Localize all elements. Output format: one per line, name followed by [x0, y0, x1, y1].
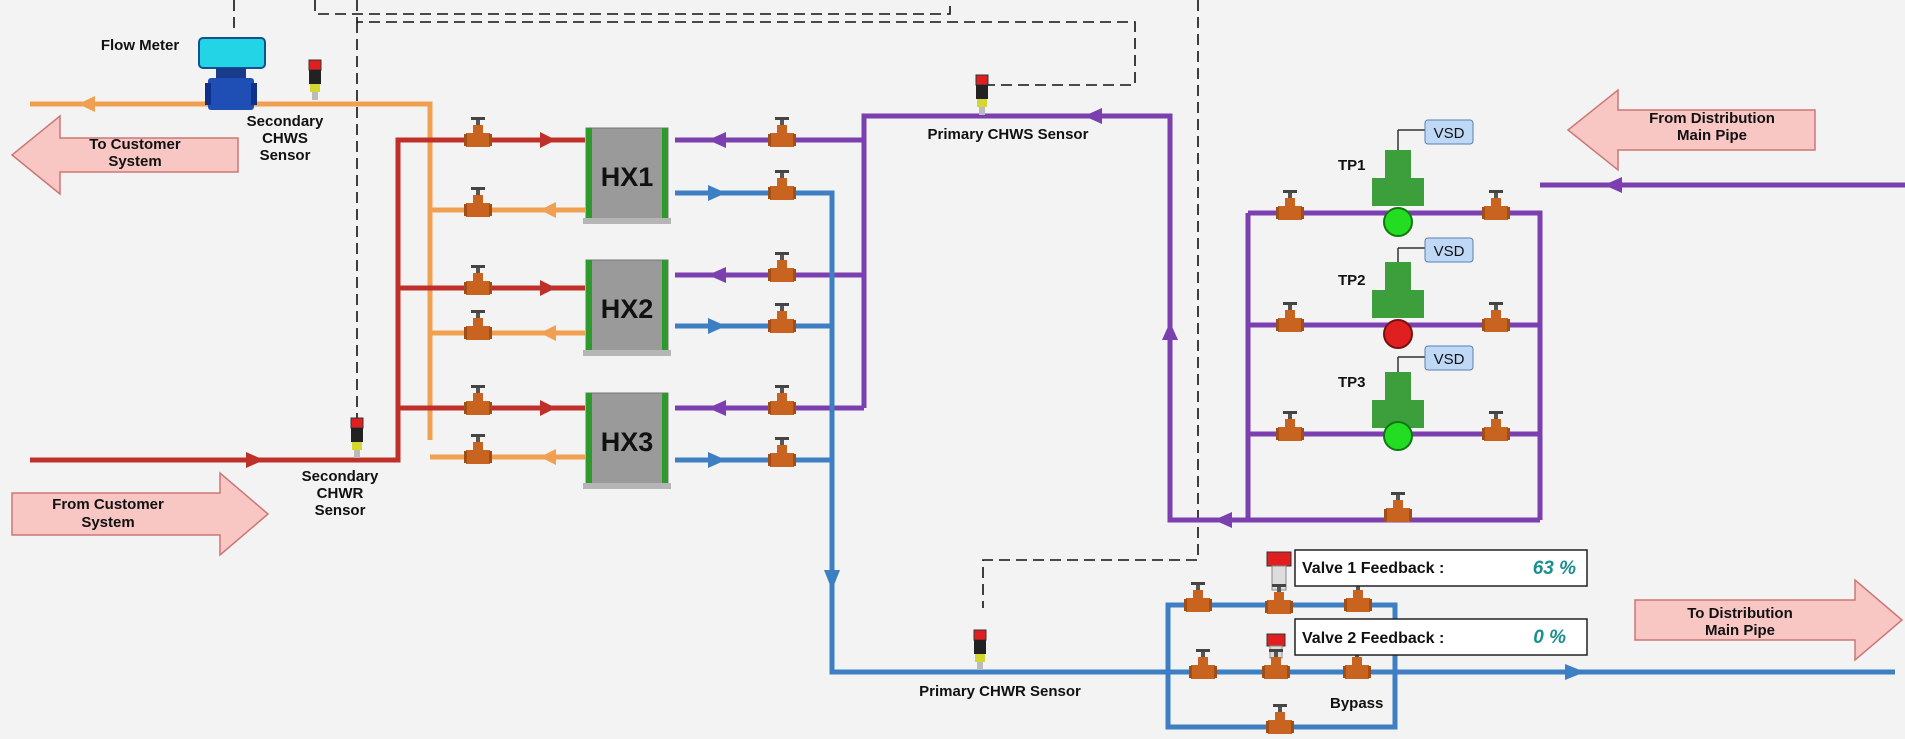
- control-valve-1[interactable]: [1265, 551, 1293, 614]
- valve-2-feedback-box: Valve 2 Feedback : 0 %: [1294, 618, 1588, 656]
- vsd-box-tp1[interactable]: VSD: [1424, 119, 1474, 145]
- pump-label-tp2: TP2: [1338, 272, 1366, 289]
- heat-exchanger-1[interactable]: HX1: [582, 127, 672, 225]
- control-valve-2[interactable]: [1262, 633, 1290, 679]
- secondary-chws-label-3: Sensor: [260, 147, 311, 164]
- secondary-chwr-label-2: CHWR: [317, 485, 364, 502]
- hx-label: HX1: [601, 162, 654, 192]
- secondary-chwr-sensor-icon[interactable]: [350, 417, 364, 459]
- heat-exchanger-3[interactable]: HX3: [582, 392, 672, 490]
- pump-tp2[interactable]: [1372, 247, 1425, 349]
- valve-1-feedback-value: 63 %: [1533, 558, 1576, 579]
- from-distribution-line1: From Distribution: [1649, 110, 1775, 127]
- vsd-box-tp2[interactable]: VSD: [1424, 237, 1474, 263]
- from-customer-line1: From Customer: [52, 496, 164, 513]
- valve-2-feedback-label: Valve 2 Feedback :: [1302, 630, 1444, 647]
- vsd-label: VSD: [1434, 243, 1465, 260]
- secondary-chws-label-2: CHWS: [262, 130, 308, 147]
- primary-chws-label: Primary CHWS Sensor: [928, 126, 1089, 143]
- flow-meter-icon[interactable]: [198, 37, 266, 110]
- from-customer-line2: System: [81, 514, 134, 531]
- secondary-chws-sensor-icon[interactable]: [308, 59, 322, 101]
- hx-label: HX3: [601, 427, 654, 457]
- to-customer-line1: To Customer: [89, 136, 181, 153]
- primary-chws-sensor-icon[interactable]: [975, 74, 989, 116]
- pump-label-tp1: TP1: [1338, 157, 1366, 174]
- vsd-label: VSD: [1434, 125, 1465, 142]
- to-distribution-line1: To Distribution: [1687, 605, 1793, 622]
- valve-1-feedback-box: Valve 1 Feedback : 63 %: [1294, 549, 1588, 587]
- hx-label: HX2: [601, 294, 654, 324]
- pump-tp1[interactable]: [1372, 129, 1425, 237]
- secondary-chws-label-1: Secondary: [247, 113, 324, 130]
- pump-tp3[interactable]: [1372, 356, 1425, 451]
- to-distribution-arrow: To Distribution Main Pipe: [1634, 578, 1904, 662]
- valve-2-feedback-value: 0 %: [1533, 627, 1566, 648]
- primary-chwr-label: Primary CHWR Sensor: [919, 683, 1081, 700]
- valve-1-feedback-label: Valve 1 Feedback :: [1302, 560, 1444, 577]
- from-customer-arrow: From Customer System: [11, 471, 270, 557]
- to-distribution-line2: Main Pipe: [1705, 622, 1775, 639]
- vsd-box-tp3[interactable]: VSD: [1424, 345, 1474, 371]
- secondary-chwr-label-3: Sensor: [315, 502, 366, 519]
- flow-meter-label: Flow Meter: [101, 37, 180, 54]
- primary-chwr-sensor-icon[interactable]: [973, 629, 987, 671]
- to-customer-arrow: To Customer System: [10, 114, 239, 196]
- from-distribution-line2: Main Pipe: [1677, 127, 1747, 144]
- secondary-chwr-label-1: Secondary: [302, 468, 379, 485]
- to-customer-line2: System: [108, 153, 161, 170]
- heat-exchanger-2[interactable]: HX2: [582, 259, 672, 357]
- from-distribution-arrow: From Distribution Main Pipe: [1566, 88, 1816, 172]
- vsd-label: VSD: [1434, 351, 1465, 368]
- bypass-label: Bypass: [1330, 695, 1383, 712]
- pump-label-tp3: TP3: [1338, 374, 1366, 391]
